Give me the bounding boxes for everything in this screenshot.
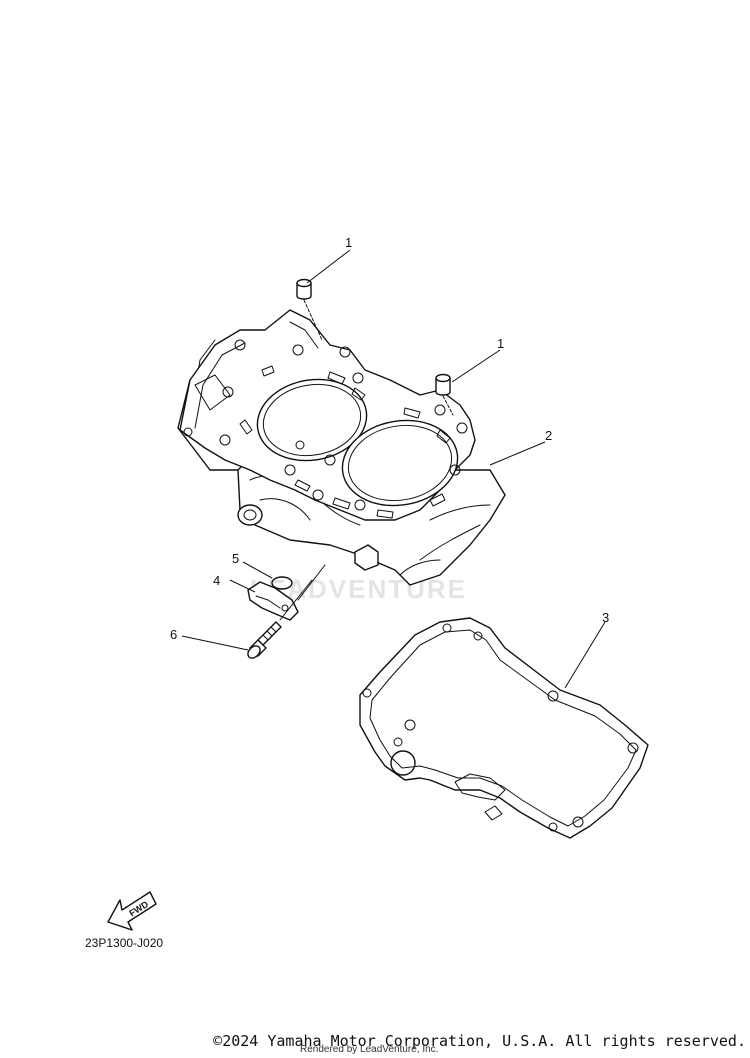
callout-1-right: 1: [497, 336, 504, 351]
cylinder-base-gasket: [359, 617, 649, 839]
callout-4: 4: [213, 573, 220, 588]
callout-5: 5: [232, 551, 239, 566]
callout-2: 2: [545, 428, 552, 443]
bolt-part: [247, 621, 282, 659]
leader-line: [181, 635, 249, 651]
callout-3: 3: [602, 610, 609, 625]
callout-1-upper: 1: [345, 235, 352, 250]
leader-line: [451, 349, 501, 383]
leader-line: [564, 621, 606, 689]
copyright-notice: ©2024 Yamaha Motor Corporation, U.S.A. A…: [213, 1032, 746, 1050]
leader-line: [229, 579, 256, 593]
leader-line: [306, 249, 351, 284]
dowel-pin-right: [435, 373, 451, 396]
callout-6: 6: [170, 627, 177, 642]
cylinder-part: [177, 309, 506, 586]
leader-line: [489, 441, 546, 466]
diagram-part-code: 23P1300-J020: [85, 936, 163, 950]
leader-line: [242, 561, 273, 579]
bracket-part: [247, 581, 299, 621]
o-ring-part: [271, 576, 293, 590]
fwd-arrow-icon: FWD: [107, 891, 157, 931]
rendered-by-notice: Rendered by LeadVenture, Inc.: [300, 1044, 439, 1055]
dowel-pin-left: [296, 278, 312, 300]
